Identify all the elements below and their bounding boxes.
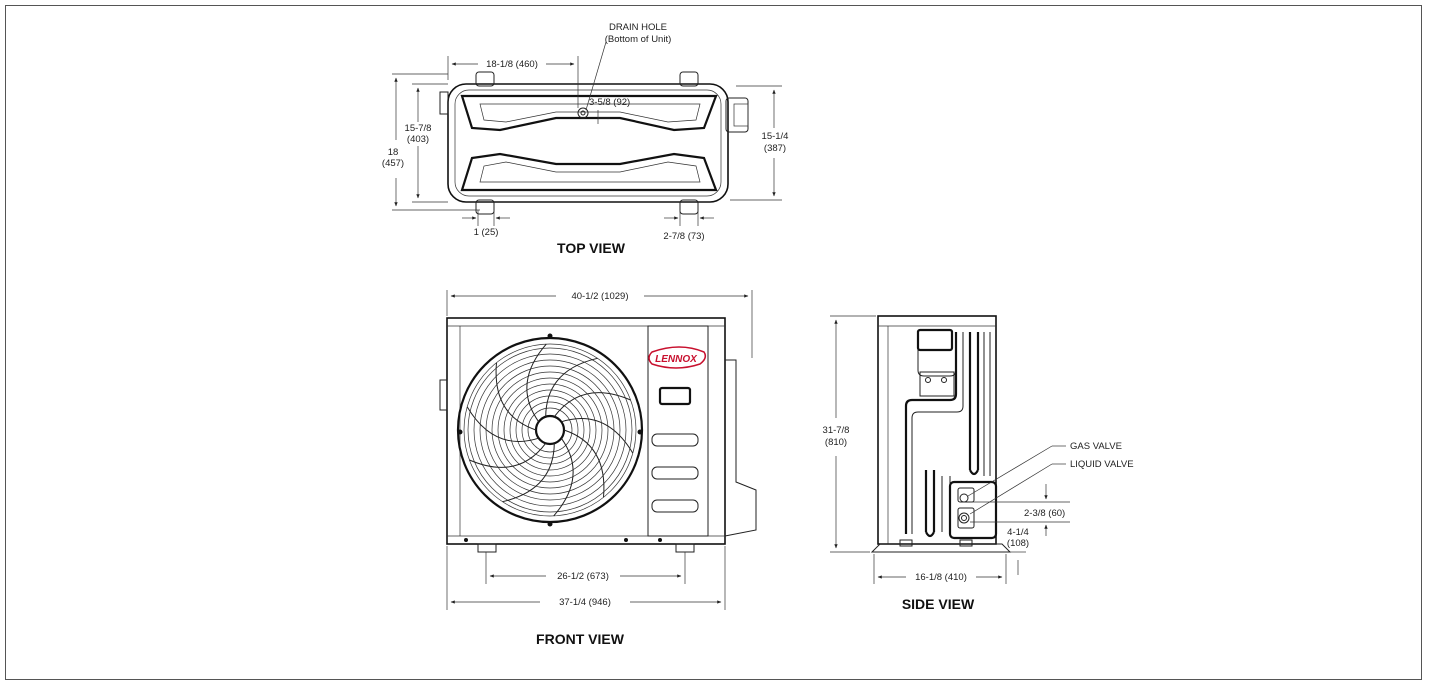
dim-foot-left: 1 (25) [474, 227, 499, 238]
dim-top-width: 18-1/8 (460) [486, 59, 538, 70]
dim-left-inner-a: 15-7/8 [405, 123, 432, 134]
gas-valve-icon [959, 493, 969, 503]
dim-depth: 16-1/8 (410) [915, 572, 967, 583]
top-view: DRAIN HOLE (Bottom of Unit) 18-1/8 (460)… [382, 22, 789, 256]
lennox-logo: LENNOX [648, 346, 707, 369]
dim-height-b: (810) [825, 437, 847, 448]
dim-height-a: 31-7/8 [823, 425, 850, 436]
dim-valve-spacing: 2-3/8 (60) [1024, 508, 1065, 519]
dim-left-outer-b: (457) [382, 158, 404, 169]
fan-blade [553, 392, 631, 417]
bottom-mount-tab [475, 199, 495, 215]
dim-cabinet-width: 37-1/4 (946) [559, 597, 611, 608]
fan-blade [469, 443, 547, 468]
fan-guard-ring [503, 383, 597, 477]
fan-guard-ring [521, 401, 579, 459]
handle-slot [651, 433, 699, 447]
top-mount-tab [475, 71, 495, 87]
side-view: 31-7/8 (810) GAS VALVE LIQUID VALVE 2-3/… [823, 315, 1134, 612]
fan-guard-ring [497, 377, 603, 483]
electrical-box [919, 371, 955, 397]
fan-guard-ring [509, 389, 591, 471]
dim-foot-right: 2-7/8 (73) [663, 231, 704, 242]
side-handle [916, 328, 954, 352]
fan-guard-ring [515, 395, 585, 465]
control-panel [647, 325, 709, 537]
drain-hole-icon [577, 107, 589, 119]
dim-left-inner-b: (403) [407, 134, 429, 145]
side-view-title: SIDE VIEW [902, 596, 975, 612]
fan-blade [563, 429, 605, 498]
top-view-title: TOP VIEW [557, 240, 626, 256]
fan-guard-ring [527, 407, 573, 453]
fan-guard-ring [479, 359, 621, 501]
dim-overall-width: 40-1/2 (1029) [571, 291, 628, 302]
bottom-mount-tab [679, 199, 699, 215]
fan-blade [502, 443, 555, 503]
fan-blade [495, 362, 537, 431]
liquid-valve-icon [958, 512, 970, 524]
top-view-body [447, 83, 729, 203]
handle-slot [651, 499, 699, 513]
dim-drain-offset: 3-5/8 (92) [589, 97, 630, 108]
fan-blade [561, 418, 634, 454]
dim-valve-height-a: 4-1/4 [1007, 527, 1029, 538]
dim-left-outer-a: 18 [388, 147, 399, 158]
fan-guard-ring [473, 353, 627, 507]
dim-feet-spacing: 26-1/2 (673) [557, 571, 609, 582]
top-mount-tab [679, 71, 699, 87]
liquid-valve-label: LIQUID VALVE [1070, 459, 1134, 470]
dim-right-b: (387) [764, 143, 786, 154]
service-valve-box [725, 97, 749, 133]
side-cabinet [877, 315, 997, 545]
fan-blade [526, 343, 547, 423]
handle-slot [651, 466, 699, 480]
dim-valve-height-b: (108) [1007, 538, 1029, 549]
side-housing [724, 359, 757, 537]
drawing-frame [5, 5, 1422, 680]
front-foot [675, 543, 695, 553]
front-view: LENNOX 40-1/2 (1029) 26-1/2 (673) [439, 290, 757, 647]
fan-guard-ring [491, 371, 609, 489]
top-rib-lower [460, 152, 718, 192]
side-base [870, 543, 1012, 553]
fan-blade [553, 437, 574, 517]
valve-housing [948, 480, 998, 540]
service-port-cover [658, 386, 692, 406]
svg-text:LENNOX: LENNOX [655, 354, 698, 365]
gas-valve-label: GAS VALVE [1070, 441, 1122, 452]
top-rib-upper [460, 94, 718, 132]
front-view-title: FRONT VIEW [536, 631, 625, 647]
drain-hole-label: DRAIN HOLE [609, 22, 667, 33]
fan-blade [545, 357, 598, 417]
front-foot [477, 543, 497, 553]
drain-hole-note: (Bottom of Unit) [605, 34, 672, 45]
dim-right-a: 15-1/4 [762, 131, 789, 142]
fan-guard-ring [467, 347, 633, 513]
fan-blade [466, 406, 539, 442]
